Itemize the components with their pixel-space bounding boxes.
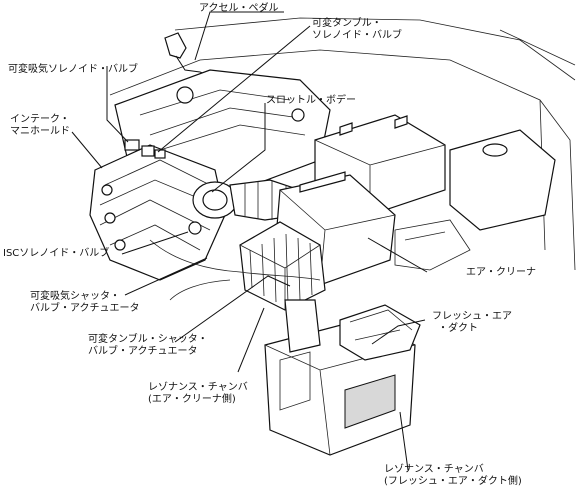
label-line-1: 可変吸気シャッタ・ (30, 291, 120, 302)
label-variable-intake-shutter-valve-actuator: 可変吸気シャッタ・ バルブ・アクチュエータ (30, 291, 140, 315)
label-line-1: レゾナンス・チャンバ (384, 464, 484, 475)
solenoid-valves (124, 139, 166, 159)
label-line-2: マニホールド (10, 126, 70, 137)
label-variable-tumble-shutter-valve-actuator: 可変タンブル・シャッタ・ バルブ・アクチュエータ (88, 334, 208, 358)
hood-outline (174, 17, 576, 81)
fresh-air-duct (284, 299, 421, 361)
reservoir (449, 129, 556, 231)
label-isc-solenoid-valve: ISCソレノイド・バルブ (3, 248, 110, 259)
label-line-2: バルブ・アクチュエータ (88, 346, 198, 357)
label-line-1: フレッシュ・エア (432, 311, 512, 322)
label-fresh-air-duct: フレッシュ・エア ・ダクト (432, 311, 512, 335)
label-line-1: インテーク・ (10, 114, 70, 125)
leader-lines (71, 11, 428, 471)
throttle-body (188, 181, 238, 235)
label-line-2: ソレノイド・バルブ (312, 30, 402, 41)
label-variable-tumble-solenoid-valve: 可変タンブル・ ソレノイド・バルブ (312, 18, 402, 42)
label-air-cleaner: エア・クリーナ (466, 267, 536, 278)
label-throttle-body: スロットル・ボデー (266, 95, 356, 106)
label-line-1: レゾナンス・チャンバ (148, 382, 248, 393)
label-intake-manifold: インテーク・ マニホールド (10, 114, 70, 138)
resonance-chamber-air-cleaner-side (239, 221, 326, 311)
hose-line (149, 239, 321, 301)
label-accelerator-pedal: アクセル・ペダル (199, 3, 279, 14)
label-resonance-chamber-duct-side: レゾナンス・チャンバ (フレッシュ・エア・ダクト側) (384, 464, 522, 488)
label-line-2: バルブ・アクチュエータ (30, 303, 140, 314)
label-resonance-chamber-air-cleaner-side: レゾナンス・チャンバ (エア・クリーナ側) (148, 382, 248, 406)
accelerator-pedal (164, 32, 216, 79)
label-line-1: 可変タンブル・シャッタ・ (88, 334, 208, 345)
label-line-2: (フレッシュ・エア・ダクト側) (384, 476, 522, 487)
label-line-2: (エア・クリーナ側) (148, 394, 236, 405)
label-line-2: ・ダクト (438, 323, 478, 334)
engine-detail (394, 219, 471, 271)
intake-manifold (89, 144, 226, 281)
label-line-1: 可変タンブル・ (312, 18, 382, 29)
label-variable-intake-solenoid-valve: 可変吸気ソレノイド・バルブ (8, 64, 138, 75)
